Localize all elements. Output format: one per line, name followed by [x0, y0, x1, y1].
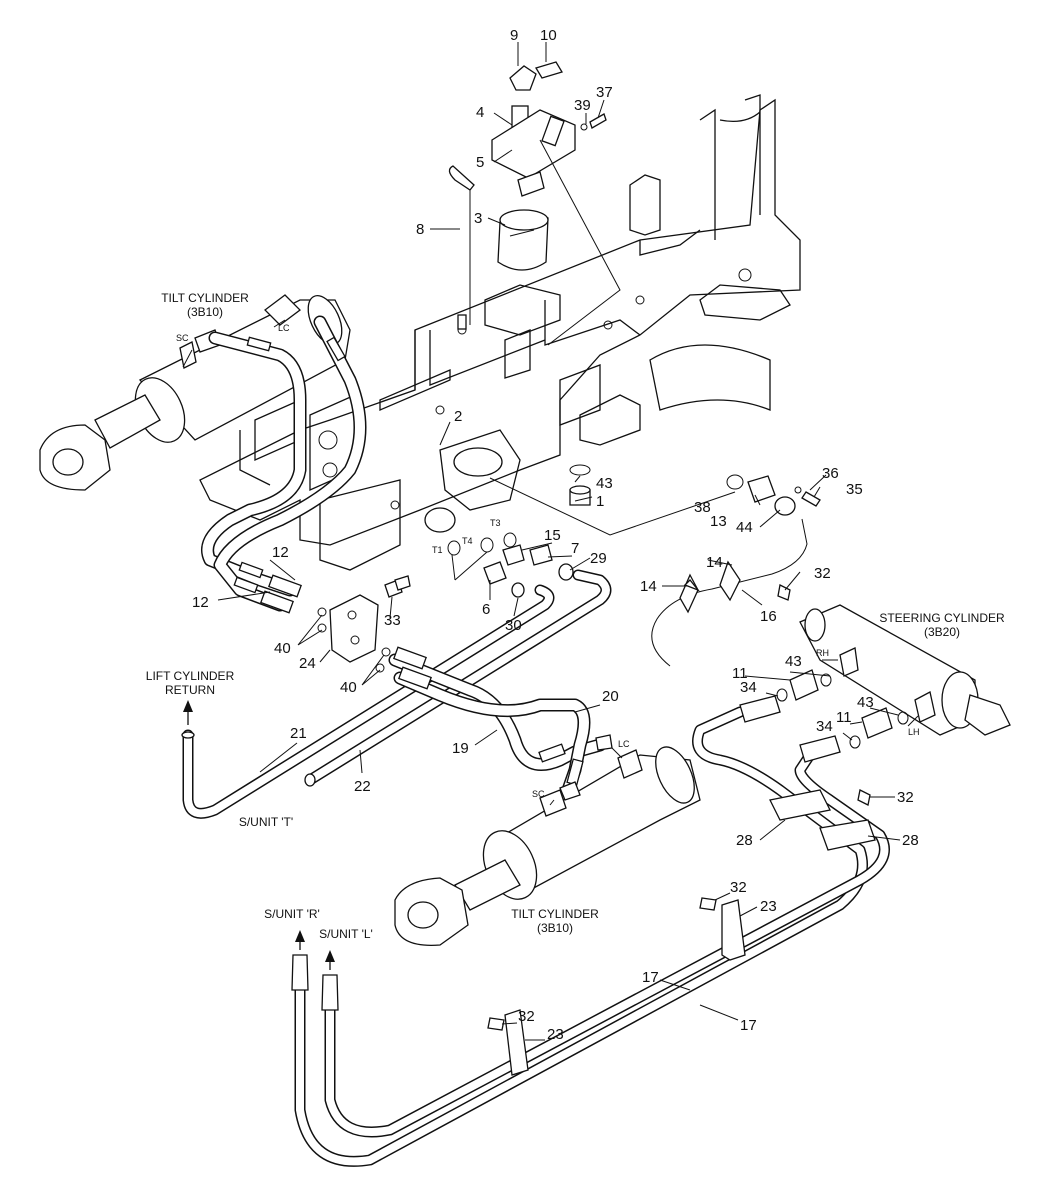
part-number: 21 [290, 725, 307, 742]
port-label: T3 [490, 518, 501, 528]
part-number: 24 [299, 655, 316, 672]
part-number: 32 [814, 565, 831, 582]
part-number: 14 [640, 578, 657, 595]
port-label: LC [278, 323, 290, 333]
tubes-21-22 [181, 569, 612, 819]
part-number: 10 [540, 27, 557, 44]
part-number: 43 [857, 694, 874, 711]
part-number: 36 [822, 465, 839, 482]
part-number: 29 [590, 550, 607, 567]
part-number: 9 [510, 27, 518, 44]
part-number: 8 [416, 221, 424, 238]
port-label: LC [618, 739, 630, 749]
part-number: 43 [785, 653, 802, 670]
steering-cylinder-ref: (3B20) [924, 625, 960, 639]
steering-cylinder-label: STEERING CYLINDER [879, 611, 1005, 625]
part-number: 13 [710, 513, 727, 530]
part-number: 35 [846, 481, 863, 498]
part-number: 11 [836, 709, 852, 726]
part-number: 1 [596, 493, 604, 510]
part-number: 30 [505, 617, 522, 634]
part-number: 23 [547, 1026, 564, 1043]
hoses-top [201, 315, 367, 614]
filter-assembly [448, 61, 607, 330]
part-number: 38 [694, 499, 711, 516]
sunit-r-label: S/UNIT 'R' [264, 907, 320, 921]
part-number: 23 [760, 898, 777, 915]
part-number: 20 [602, 688, 619, 705]
part-number: 15 [544, 527, 561, 544]
suction-hose [651, 474, 822, 669]
part-number: 32 [897, 789, 914, 806]
part-number: 34 [816, 718, 833, 735]
hoses-19-20 [388, 646, 607, 797]
part-number: 39 [574, 97, 591, 114]
part-number: 32 [518, 1008, 535, 1025]
tilt-cylinder-top-label: TILT CYLINDER [161, 291, 249, 305]
tilt-cylinder-bottom [394, 734, 701, 946]
part-number: 5 [476, 154, 484, 171]
part-number: 33 [384, 612, 401, 629]
part-number: 4 [476, 104, 484, 121]
port-label: T1 [432, 545, 443, 555]
port-label: LH [908, 727, 920, 737]
part-number: 34 [740, 679, 757, 696]
part-number: 43 [596, 475, 613, 492]
port-label: SC [532, 789, 545, 799]
part-number-labels: 9 10 4 39 37 5 8 3 2 43 1 38 13 36 35 44… [176, 27, 920, 1043]
hoses-17 [291, 695, 890, 1167]
sunit-l-label: S/UNIT 'L' [319, 927, 373, 941]
frame [199, 94, 801, 571]
callout-labels: TILT CYLINDER (3B10) STEERING CYLINDER (… [146, 291, 1005, 941]
part-number: 12 [192, 594, 209, 611]
part-number: 11 [732, 665, 748, 682]
steering-cylinder [776, 604, 1011, 749]
part-number: 2 [454, 408, 462, 425]
part-number: 6 [482, 601, 490, 618]
tilt-cylinder-top [39, 294, 351, 491]
valve-block [317, 575, 411, 673]
part-number: 12 [272, 544, 289, 561]
part-number: 16 [760, 608, 777, 625]
part-number: 14 [706, 554, 723, 571]
part-number: 17 [642, 969, 659, 986]
lift-cylinder-return-label: LIFT CYLINDER [146, 669, 235, 683]
fittings-center [424, 464, 591, 598]
leader-lines [182, 42, 919, 1041]
port-label: SC [176, 333, 189, 343]
part-number: 40 [274, 640, 291, 657]
port-label: RH [816, 648, 829, 658]
part-number: 22 [354, 778, 371, 795]
part-number: 17 [740, 1017, 757, 1034]
part-number: 40 [340, 679, 357, 696]
part-number: 37 [596, 84, 613, 101]
tilt-cylinder-top-ref: (3B10) [187, 305, 223, 319]
part-number: 28 [736, 832, 753, 849]
part-number: 32 [730, 879, 747, 896]
port-label: T4 [462, 536, 473, 546]
part-number: 3 [474, 210, 482, 227]
tilt-cylinder-bottom-ref: (3B10) [537, 921, 573, 935]
lift-cylinder-return-label: RETURN [165, 683, 215, 697]
part-number: 7 [571, 540, 579, 557]
tilt-cylinder-bottom-label: TILT CYLINDER [511, 907, 599, 921]
sunit-t-label: S/UNIT 'T' [239, 815, 293, 829]
part-number: 19 [452, 740, 469, 757]
part-number: 44 [736, 519, 753, 536]
part-number: 28 [902, 832, 919, 849]
